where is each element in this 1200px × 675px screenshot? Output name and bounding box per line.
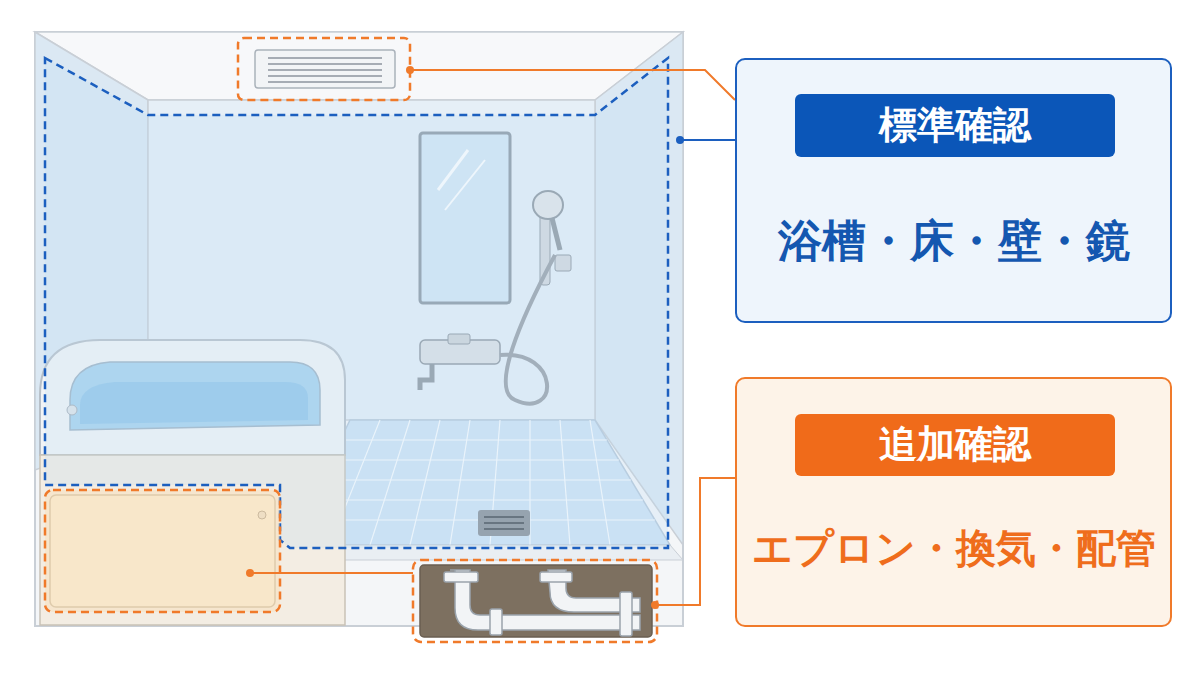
- body-text: 浴槽・床・壁・鏡: [737, 215, 1170, 268]
- apron-outline: [45, 490, 280, 612]
- heading-text: 追加確認: [795, 422, 1115, 468]
- pipe-space: [420, 565, 652, 637]
- heading-badge: 標準確認: [795, 94, 1115, 157]
- pipes: [444, 570, 640, 636]
- leader-line: [410, 70, 735, 100]
- heading-badge: 追加確認: [795, 414, 1115, 476]
- standard-area-outline: [45, 58, 668, 548]
- body-text: エプロン・換気・配管: [737, 524, 1170, 572]
- heading-text: 標準確認: [795, 103, 1115, 149]
- vent-fan: [255, 50, 395, 88]
- callout-box: エプロン・換気・配管追加確認: [735, 377, 1172, 627]
- leader-line: [250, 572, 413, 574]
- callout-box: 浴槽・床・壁・鏡 標準確認: [735, 58, 1172, 323]
- leader-line: [655, 478, 735, 605]
- pipe-outline: [413, 560, 657, 642]
- leader-line: [680, 139, 735, 141]
- room-frame: [35, 32, 683, 626]
- fan-outline: [238, 38, 410, 100]
